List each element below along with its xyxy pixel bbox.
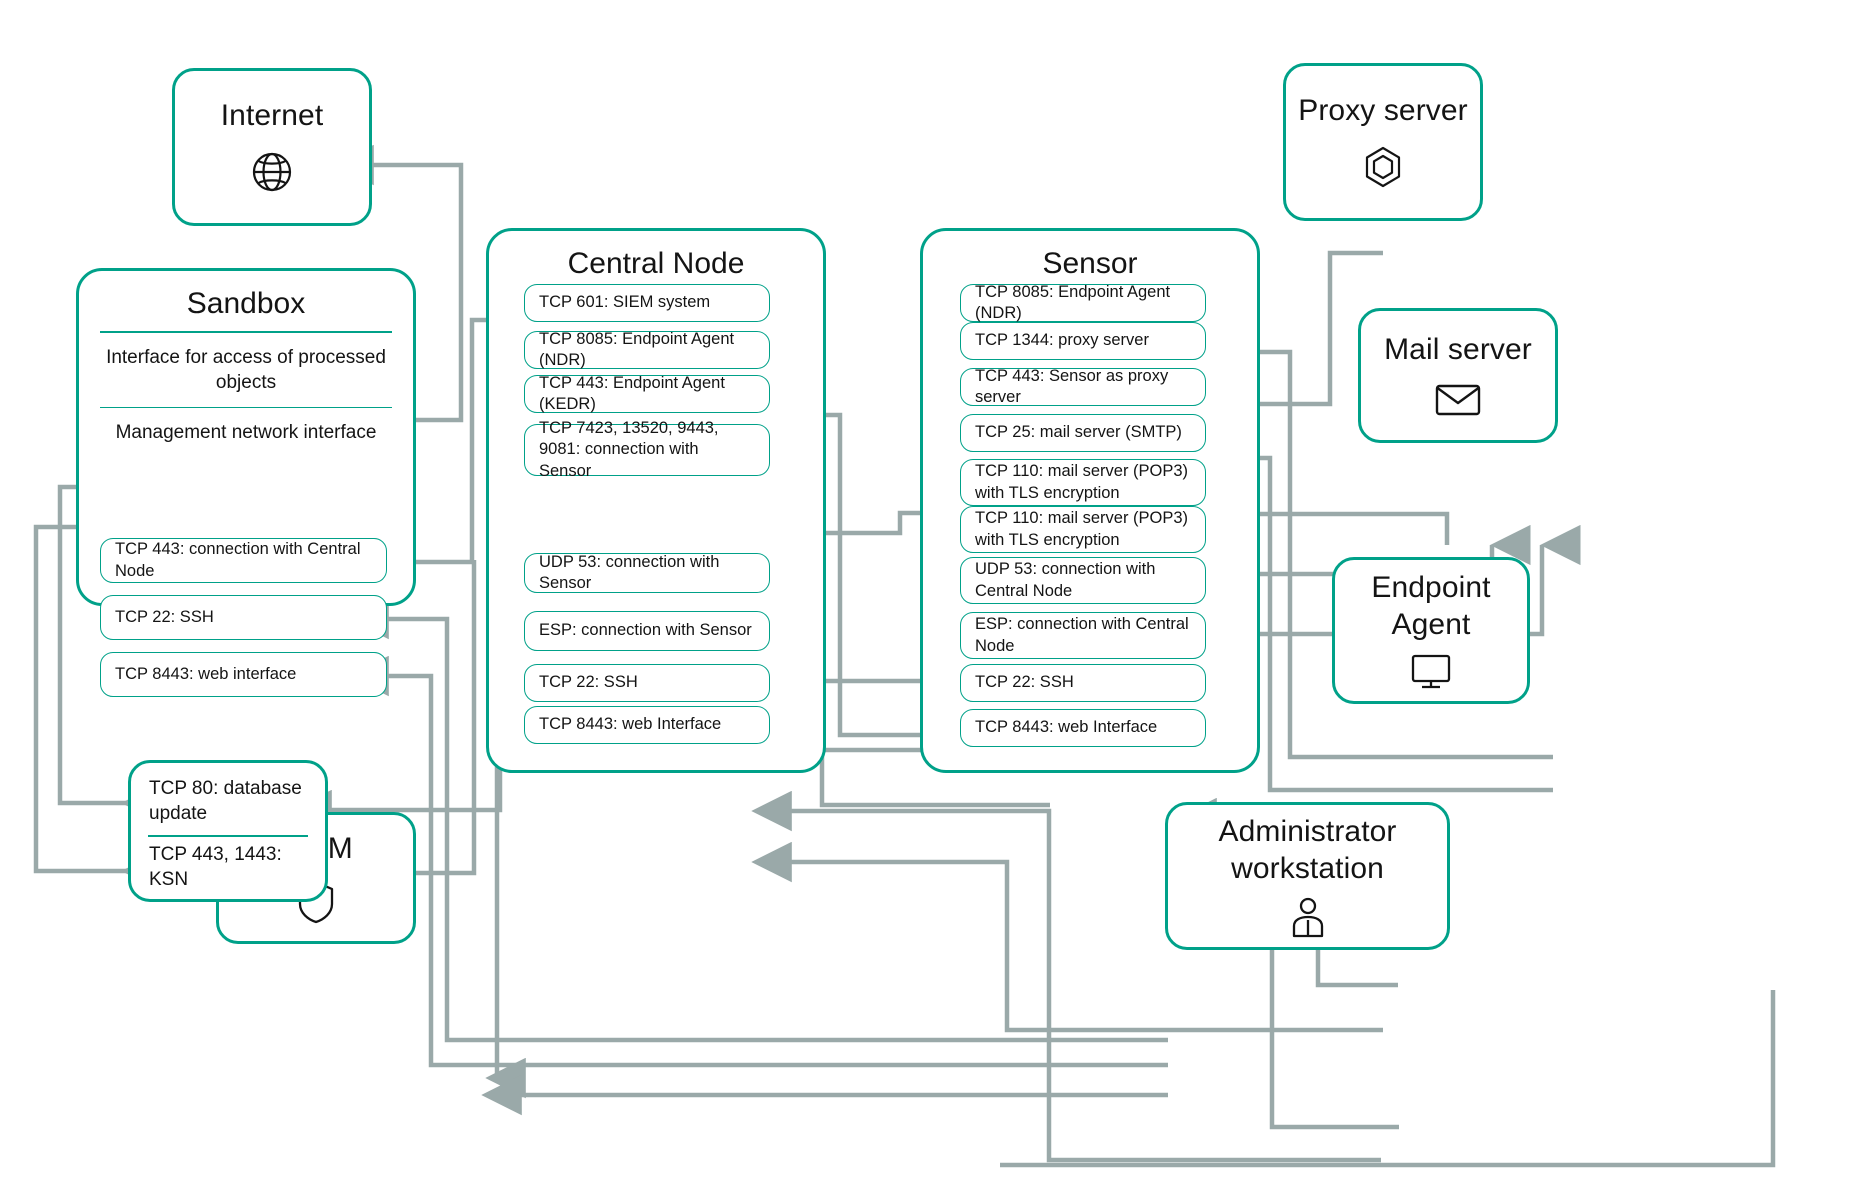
sensor-port-2-label: TCP 443: Sensor as proxy server (975, 366, 1169, 406)
central-node-port-4[interactable]: UDP 53: connection with Sensor (524, 553, 770, 593)
node-endpoint-agent-title-line1: Endpoint (1371, 570, 1491, 604)
node-administrator-workstation[interactable]: Administrator workstation (1165, 802, 1450, 950)
sensor-port-9-label: TCP 8443: web Interface (975, 718, 1158, 737)
sensor-port-5[interactable]: TCP 110: mail server (POP3) with TLS enc… (960, 506, 1206, 553)
node-internet-title: Internet (220, 98, 324, 132)
node-administrator-workstation-title: Administrator workstation (1218, 814, 1396, 887)
update-ksn-row-0-label: TCP 80: database update (149, 778, 302, 824)
sensor-port-5-label: TCP 110: mail server (POP3) with TLS enc… (975, 509, 1189, 549)
sensor-port-7[interactable]: ESP: connection with Central Node (960, 612, 1206, 659)
globe-icon (248, 148, 296, 196)
node-endpoint-agent-title-line2: Agent (1391, 607, 1471, 641)
sensor-port-6-label: UDP 53: connection with Central Node (975, 560, 1156, 600)
central-node-port-1[interactable]: TCP 8085: Endpoint Agent (NDR) (524, 329, 770, 369)
sensor-port-8[interactable]: TCP 22: SSH (960, 664, 1206, 702)
central-node-port-3[interactable]: TCP 7423, 13520, 9443, 9081: connection … (524, 419, 770, 480)
group-sandbox-title: Sandbox (186, 287, 306, 320)
hexagon-icon (1359, 143, 1407, 191)
sandbox-port-2-label: TCP 8443: web interface (115, 664, 297, 683)
sensor-port-9[interactable]: TCP 8443: web Interface (960, 709, 1206, 747)
sandbox-port-2[interactable]: TCP 8443: web interface (100, 652, 387, 697)
sensor-port-6[interactable]: UDP 53: connection with Central Node (960, 557, 1206, 604)
sandbox-divider-2 (100, 406, 392, 409)
group-central-node-title: Central Node (567, 247, 745, 280)
update-ksn-divider (148, 835, 308, 837)
sensor-port-2[interactable]: TCP 443: Sensor as proxy server (960, 366, 1206, 406)
node-mail-server-title: Mail server (1384, 333, 1532, 367)
envelope-icon (1434, 381, 1482, 419)
user-icon (1288, 896, 1328, 938)
sensor-port-7-label: ESP: connection with Central Node (975, 615, 1189, 655)
central-node-port-0[interactable]: TCP 601: SIEM system (524, 284, 770, 322)
sensor-port-4-label: TCP 110: mail server (POP3) with TLS enc… (975, 462, 1189, 502)
sensor-port-1-label: TCP 1344: proxy server (975, 331, 1149, 350)
central-node-port-7-label: TCP 8443: web Interface (539, 715, 722, 734)
node-endpoint-agent-title: Endpoint Agent (1371, 570, 1490, 643)
central-node-port-2-label: TCP 443: Endpoint Agent (KEDR) (539, 373, 725, 413)
group-sensor-title: Sensor (1042, 247, 1138, 280)
sensor-port-3-label: TCP 25: mail server (SMTP) (975, 423, 1182, 442)
update-ksn-row-0: TCP 80: database update (131, 763, 325, 835)
sensor-port-0[interactable]: TCP 8085: Endpoint Agent (NDR) (960, 282, 1206, 322)
node-internet[interactable]: Internet (172, 68, 372, 226)
sensor-port-1[interactable]: TCP 1344: proxy server (960, 322, 1206, 360)
sandbox-port-0[interactable]: TCP 443: connection with Central Node (100, 538, 387, 583)
node-mail-server[interactable]: Mail server (1358, 308, 1558, 443)
sensor-port-0-label: TCP 8085: Endpoint Agent (NDR) (975, 282, 1171, 322)
node-update-ksn[interactable]: TCP 80: database update TCP 443, 1443: K… (128, 760, 328, 902)
central-node-port-1-label: TCP 8085: Endpoint Agent (NDR) (539, 329, 735, 369)
sandbox-divider-1 (100, 331, 392, 333)
node-proxy-server-title: Proxy server (1298, 93, 1468, 127)
sensor-port-3[interactable]: TCP 25: mail server (SMTP) (960, 414, 1206, 452)
central-node-port-3-label: TCP 7423, 13520, 9443, 9081: connection … (539, 418, 719, 480)
central-node-port-6-label: TCP 22: SSH (539, 673, 638, 692)
node-administrator-workstation-title-line1: Administrator (1218, 815, 1397, 849)
sandbox-port-1-label: TCP 22: SSH (115, 607, 214, 626)
central-node-port-0-label: TCP 601: SIEM system (539, 293, 711, 312)
sandbox-port-0-label: TCP 443: connection with Central Node (115, 540, 361, 580)
sandbox-interface-1: Management network interface (115, 422, 377, 444)
central-node-port-5-label: ESP: connection with Sensor (539, 621, 752, 640)
node-administrator-workstation-title-line2: workstation (1231, 852, 1384, 885)
central-node-port-4-label: UDP 53: connection with Sensor (539, 552, 720, 592)
sandbox-port-1[interactable]: TCP 22: SSH (100, 595, 387, 640)
update-ksn-row-1-label: TCP 443, 1443: KSN (149, 843, 282, 890)
node-proxy-server[interactable]: Proxy server (1283, 63, 1483, 221)
monitor-icon (1409, 653, 1453, 691)
node-endpoint-agent[interactable]: Endpoint Agent (1332, 557, 1530, 704)
sensor-port-8-label: TCP 22: SSH (975, 673, 1074, 692)
update-ksn-row-1: TCP 443, 1443: KSN (131, 837, 325, 899)
sandbox-interface-0: Interface for access of processed object… (106, 346, 386, 393)
central-node-port-2[interactable]: TCP 443: Endpoint Agent (KEDR) (524, 373, 770, 413)
central-node-port-7[interactable]: TCP 8443: web Interface (524, 706, 770, 744)
central-node-port-6[interactable]: TCP 22: SSH (524, 664, 770, 702)
central-node-port-5[interactable]: ESP: connection with Sensor (524, 611, 770, 651)
shield-icon (296, 879, 336, 925)
sensor-port-4[interactable]: TCP 110: mail server (POP3) with TLS enc… (960, 459, 1206, 506)
